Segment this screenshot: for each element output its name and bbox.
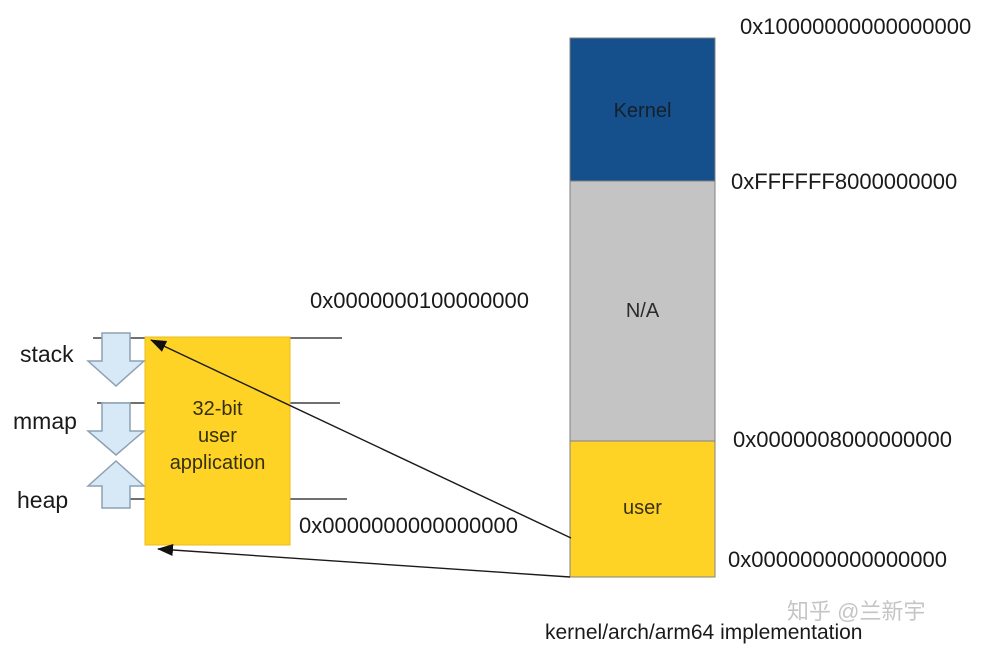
stack-label: stack — [20, 341, 74, 367]
user-section-block — [569, 440, 716, 578]
user-to-appbox-bottom-pointer — [157, 544, 571, 578]
address-kernel-base: 0xFFFFFF8000000000 — [731, 169, 958, 194]
na-section-block — [569, 180, 716, 442]
kernel-section-label: Kernel — [613, 100, 672, 122]
zhihu-watermark: 知乎 @兰新宇 — [787, 599, 926, 624]
diagram-caption: kernel/arch/arm64 implementation — [545, 621, 863, 644]
address-zero-appbox-bottom: 0x0000000000000000 — [299, 513, 519, 538]
user-section-label: user — [623, 497, 662, 519]
address-user-top: 0x0000008000000000 — [733, 427, 953, 452]
appbox-label-line2: user — [198, 425, 237, 447]
kernel-section-block — [569, 37, 716, 182]
user-to-appbox-top-pointer — [150, 339, 572, 539]
mmap-label: mmap — [13, 408, 77, 434]
stack-growth-down-arrow-icon — [86, 332, 146, 388]
address-4gb-appbox-top: 0x0000000100000000 — [310, 288, 530, 313]
heap-growth-up-arrow-icon — [86, 459, 146, 509]
mmap-growth-down-arrow-icon — [85, 402, 147, 456]
na-section-label: N/A — [625, 300, 660, 322]
appbox-label-line3: application — [169, 452, 266, 474]
appbox-label-line1: 32-bit — [192, 398, 243, 420]
address-zero-right: 0x0000000000000000 — [728, 547, 948, 572]
address-top-of-space: 0x10000000000000000 — [740, 14, 972, 39]
appbox-label: 32-bit user application — [145, 396, 290, 477]
heap-label: heap — [17, 487, 69, 513]
